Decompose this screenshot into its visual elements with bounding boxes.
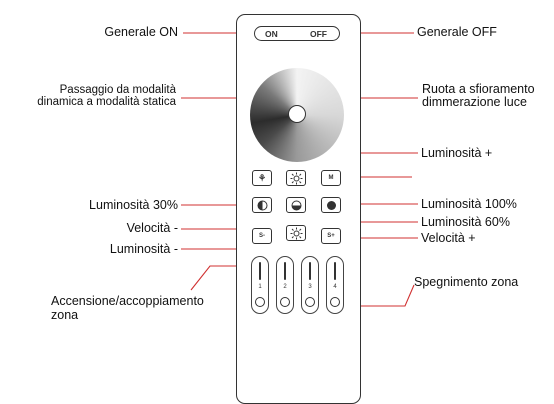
mode-switch-button[interactable]: ⚘ (252, 170, 272, 186)
label-velocita-plus: Velocità + (421, 231, 476, 245)
brightness-60-icon (291, 200, 301, 210)
zone-off-ring[interactable] (330, 297, 340, 307)
sun-minus-icon (290, 227, 302, 239)
label-velocita-minus: Velocità - (126, 221, 178, 235)
wheel-center-button[interactable] (288, 105, 306, 123)
label-passaggio-2: dinamica a modalità statica (37, 96, 176, 108)
zone-off-ring[interactable] (280, 297, 290, 307)
zone-on-bar[interactable] (334, 262, 336, 280)
zone-button-1[interactable]: 1 (251, 256, 269, 314)
zone-number: 3 (308, 284, 312, 290)
m-button-label: M (328, 175, 334, 181)
brightness-plus-button[interactable] (286, 170, 306, 186)
zone-number: 4 (333, 284, 337, 290)
line-accensione (190, 265, 247, 291)
label-luminosita-60: Luminosità 60% (421, 215, 510, 229)
brightness-30-icon (257, 200, 267, 210)
speed-plus-button[interactable]: S+ (321, 228, 341, 244)
label-spegnimento-zona: Spegnimento zona (414, 275, 519, 289)
zone-button-4[interactable]: 4 (326, 256, 344, 314)
brightness-30-button[interactable] (252, 197, 272, 213)
label-passaggio-1: Passaggio da modalità (59, 84, 176, 96)
brightness-100-icon (326, 200, 336, 210)
label-ruota-1: Ruota a sfioramento (422, 82, 535, 96)
zone-number: 1 (258, 284, 262, 290)
line-spegnimento (350, 284, 415, 307)
brightness-100-button[interactable] (321, 197, 341, 213)
zone-on-bar[interactable] (309, 262, 311, 280)
zone-on-bar[interactable] (284, 262, 286, 280)
mode-icon: ⚘ (257, 172, 267, 183)
sun-plus-icon (290, 172, 302, 184)
zone-button-2[interactable]: 2 (276, 256, 294, 314)
label-accensione-1: Accensione/accoppiamento (51, 294, 204, 308)
label-luminosita-plus: Luminosità + (421, 146, 493, 160)
zone-button-3[interactable]: 3 (301, 256, 319, 314)
label-generale-on: Generale ON (104, 25, 178, 39)
zone-number: 2 (283, 284, 287, 290)
off-button-label[interactable]: OFF (310, 29, 327, 39)
zone-off-ring[interactable] (255, 297, 265, 307)
brightness-60-button[interactable] (286, 197, 306, 213)
label-accensione-2: zona (51, 308, 79, 322)
zone-on-bar[interactable] (259, 262, 261, 280)
m-button[interactable]: M (321, 170, 341, 186)
on-button-label[interactable]: ON (265, 29, 278, 39)
label-luminosita-100: Luminosità 100% (421, 197, 517, 211)
label-luminosita-minus: Luminosità - (109, 242, 178, 256)
zone-off-ring[interactable] (305, 297, 315, 307)
label-generale-off: Generale OFF (417, 25, 497, 39)
speed-minus-button[interactable]: S- (252, 228, 272, 244)
label-ruota-2: dimmerazione luce (422, 95, 527, 109)
speed-plus-label: S+ (327, 233, 335, 239)
dimming-touch-wheel[interactable] (250, 68, 344, 162)
brightness-minus-button[interactable] (286, 225, 306, 241)
label-luminosita-30: Luminosità 30% (89, 198, 178, 212)
on-off-switch[interactable]: ON OFF (254, 26, 340, 41)
speed-minus-label: S- (259, 233, 265, 239)
